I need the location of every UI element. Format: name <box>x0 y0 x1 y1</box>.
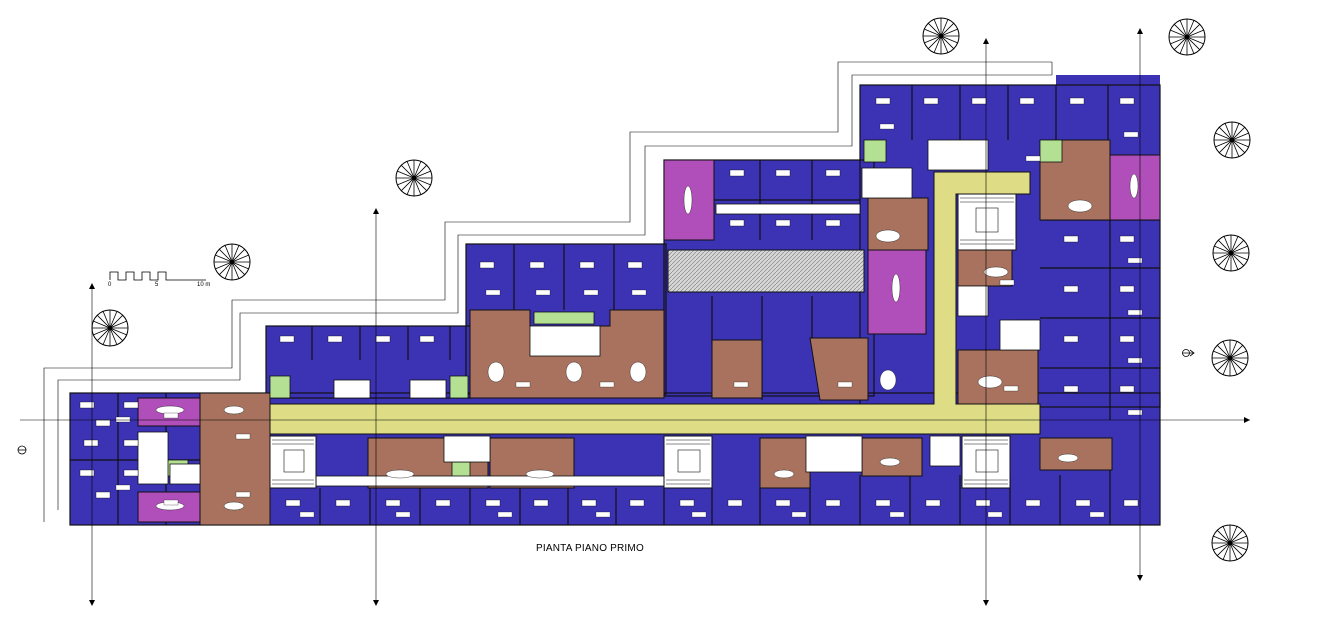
plan-title: PIANTA PIANO PRIMO <box>536 543 644 554</box>
tree-icon <box>1212 234 1250 272</box>
scale-label-10: 10 m <box>197 282 211 288</box>
toilet-blocks <box>137 139 1041 485</box>
tree-icon <box>1211 339 1249 377</box>
courtyard <box>667 249 865 293</box>
corridor <box>269 171 1041 435</box>
tree-icon <box>213 243 251 281</box>
staircases <box>269 193 1017 489</box>
dimension-lines <box>43 61 1053 522</box>
tree-icon <box>1211 524 1249 562</box>
section-lines <box>20 30 1250 605</box>
room-label-tags <box>115 123 1143 518</box>
inner-passages <box>169 203 861 487</box>
north-arrow-icon <box>1182 349 1195 357</box>
staircase-icon <box>957 193 1017 251</box>
tree-icon <box>1168 18 1206 56</box>
scale-label-5: 5 <box>155 282 159 288</box>
tree-icon <box>922 17 960 55</box>
furniture <box>79 97 1139 511</box>
tree-icon <box>91 309 129 347</box>
scale-bar <box>109 271 206 281</box>
staircase-icon <box>663 435 713 489</box>
section-marker-icon <box>17 445 27 455</box>
scale-label-0: 0 <box>108 282 112 288</box>
rest-areas <box>199 139 1113 526</box>
tree-icon <box>1213 121 1251 159</box>
tree-icon <box>395 159 433 197</box>
staircase-icon <box>269 435 317 489</box>
section-arrows <box>89 28 1250 606</box>
